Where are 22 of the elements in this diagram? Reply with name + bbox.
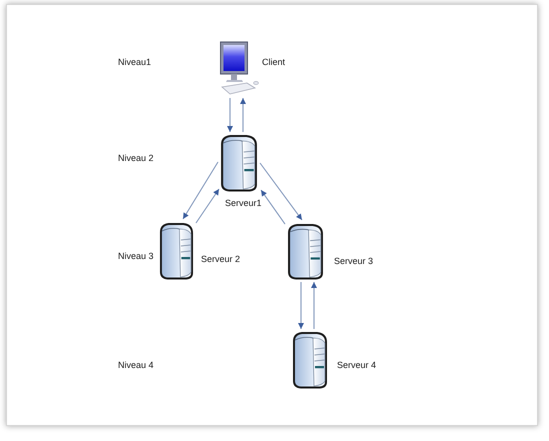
- arrow: [260, 190, 286, 225]
- arrow: [298, 282, 304, 330]
- level-label: Niveau1: [118, 57, 152, 68]
- arrow: [260, 162, 302, 220]
- arrow: [240, 97, 246, 133]
- arrow: [311, 282, 317, 330]
- computer-icon: [219, 41, 259, 96]
- node-label: Client: [262, 57, 286, 68]
- level-label: Niveau 2: [118, 153, 154, 164]
- arrow: [227, 97, 233, 133]
- server-icon: [159, 222, 194, 280]
- arrow: [182, 162, 218, 220]
- node-label: Serveur 4: [337, 360, 376, 371]
- node-label: Serveur 3: [334, 256, 374, 267]
- level-label: Niveau 4: [118, 360, 154, 371]
- node-label: Serveur 2: [201, 254, 240, 265]
- level-label: Niveau 3: [118, 251, 154, 262]
- server-icon: [287, 223, 324, 280]
- node-label: Serveur1: [225, 198, 262, 209]
- server-icon: [220, 134, 258, 192]
- arrow: [196, 188, 220, 224]
- server-icon: [292, 331, 328, 389]
